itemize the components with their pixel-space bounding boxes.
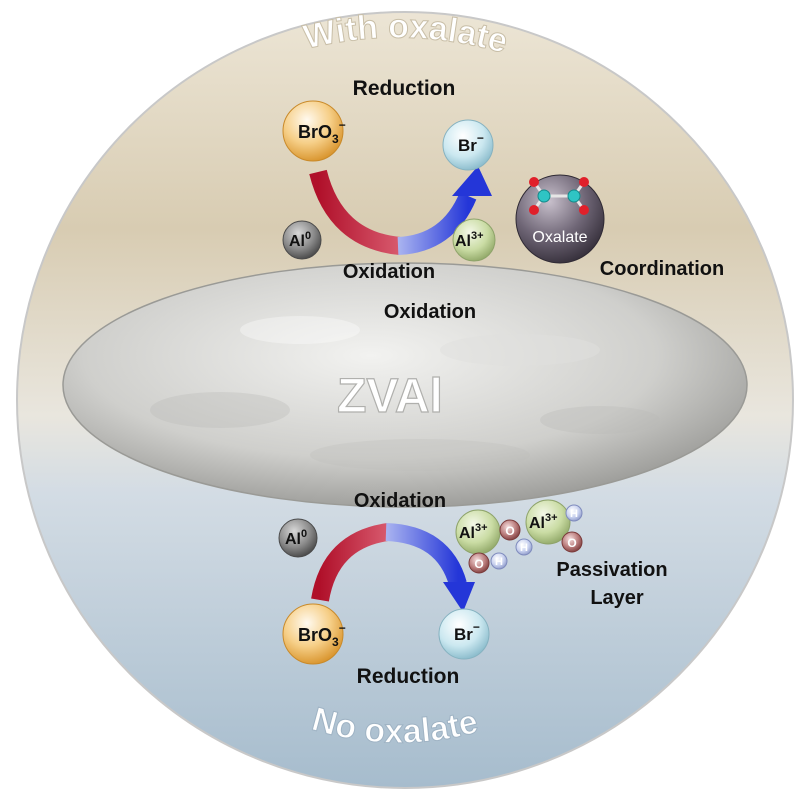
svg-text:Al0: Al0 <box>289 230 311 250</box>
layer-label: Layer <box>590 587 644 609</box>
svg-text:Al3+: Al3+ <box>529 512 558 532</box>
oxygen-atom <box>499 519 521 541</box>
top-reduction-arrow-red <box>309 169 402 255</box>
bottom-reduction-label: Reduction <box>357 665 460 688</box>
top-arrow-head <box>452 166 492 196</box>
svg-text:H: H <box>570 508 578 520</box>
bottom-oxidation-label: Oxidation <box>354 490 446 512</box>
bottom-al0-atom: Al0 <box>278 518 318 558</box>
bottom-bromide-ion: Br− <box>438 608 490 660</box>
svg-text:Br−: Br− <box>454 620 480 644</box>
svg-text:H: H <box>495 556 503 568</box>
top-oxidation-arrow-blue <box>397 192 477 255</box>
top-al3-ion: Al3+ <box>452 218 496 262</box>
oxygen-atom <box>468 552 490 574</box>
passivation-cluster: Al3+ Al3+ O H O H H O <box>455 499 583 574</box>
oxalate-label: Oxalate <box>532 229 587 246</box>
hydrogen-atom <box>490 552 508 570</box>
oxalate-sphere: Oxalate <box>515 174 605 264</box>
svg-text:O: O <box>567 536 576 550</box>
bottom-reduction-arrow-blue <box>385 523 467 587</box>
svg-text:O: O <box>505 524 514 538</box>
svg-text:Al0: Al0 <box>285 528 307 548</box>
top-reduction-label: Reduction <box>353 77 456 100</box>
zval-particle <box>62 262 748 508</box>
top-al0-atom: Al0 <box>282 220 322 260</box>
passivation-label: Passivation <box>556 559 667 581</box>
svg-text:H: H <box>520 542 528 554</box>
svg-text:BrO3−: BrO3− <box>298 621 346 649</box>
svg-text:Al3+: Al3+ <box>459 522 488 542</box>
top-oxidation-label-2: Oxidation <box>384 301 476 323</box>
svg-text:O: O <box>474 557 483 571</box>
hydrogen-atom <box>565 504 583 522</box>
bottom-bromate-ion: BrO3− <box>282 603 346 665</box>
svg-text:Br−: Br− <box>458 131 484 155</box>
bottom-arrow-head <box>443 582 475 612</box>
top-oxidation-label-1: Oxidation <box>343 261 435 283</box>
svg-text:Al3+: Al3+ <box>455 230 484 250</box>
bottom-oxidation-arrow-red <box>311 523 390 602</box>
oxalate-molecule-icon <box>529 177 589 215</box>
top-bromate-ion: BrO3− <box>282 100 346 162</box>
svg-text:BrO3−: BrO3− <box>298 118 346 146</box>
zval-label: ZVAl <box>337 370 443 423</box>
oxygen-atom <box>561 531 583 553</box>
coordination-label: Coordination <box>600 258 724 280</box>
top-bromide-ion: Br− <box>442 119 494 171</box>
hydrogen-atom <box>515 538 533 556</box>
